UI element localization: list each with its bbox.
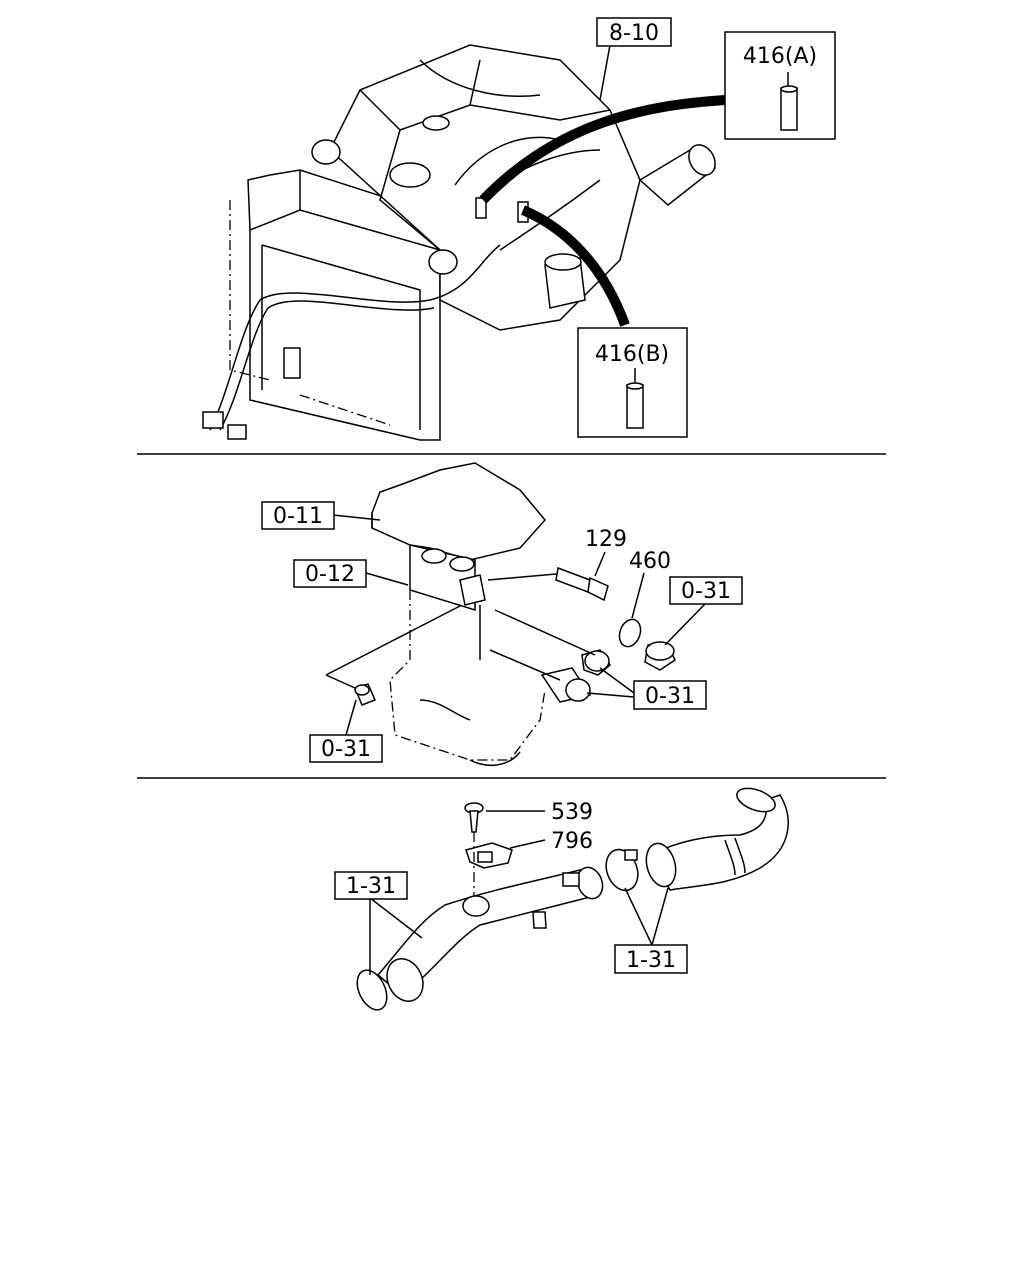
label-part-460: 460 (629, 549, 671, 574)
callout-engine-ref: 8-10 (596, 17, 672, 47)
callout-block-ref: 0-12 (293, 559, 367, 588)
plug-right (644, 641, 676, 671)
callout-pipe-ref-left: 1-31 (334, 871, 408, 900)
plug-left (353, 683, 377, 706)
svg-text:8-10: 8-10 (609, 21, 659, 46)
plug-mid-lower (540, 667, 592, 703)
cylinder-head-illustration (371, 462, 546, 767)
svg-text:0-11: 0-11 (273, 504, 323, 529)
label-part-129: 129 (585, 527, 627, 552)
label-part-539: 539 (551, 800, 593, 825)
svg-text:1-31: 1-31 (626, 948, 676, 973)
part-129-sensor (487, 566, 609, 602)
callout-part-416a: 416(A) (724, 31, 836, 140)
svg-text:0-12: 0-12 (305, 562, 355, 587)
leader-416b (521, 205, 630, 327)
clamp-left (356, 969, 388, 1011)
part-460-washer (618, 618, 642, 648)
callout-plug-ref-bottom: 0-31 (309, 734, 383, 763)
engine-assembly-illustration (202, 44, 717, 441)
clamp-right (605, 848, 639, 892)
callout-pipe-ref-right: 1-31 (614, 944, 688, 974)
svg-text:416(A): 416(A) (743, 44, 817, 69)
callout-plug-ref-top: 0-31 (669, 576, 743, 605)
leader-416a (479, 95, 726, 204)
callout-head-ref: 0-11 (261, 501, 335, 530)
svg-text:0-31: 0-31 (681, 579, 731, 604)
svg-text:0-31: 0-31 (645, 684, 695, 709)
callout-part-416b: 416(B) (577, 327, 688, 438)
svg-text:416(B): 416(B) (595, 342, 669, 367)
part-796-bracket (465, 842, 513, 869)
callout-plug-ref-mid: 0-31 (633, 680, 707, 710)
label-part-796: 796 (551, 829, 593, 854)
intake-pipe (376, 866, 604, 1002)
svg-text:1-31: 1-31 (346, 874, 396, 899)
plug-mid-upper (581, 649, 611, 676)
svg-text:0-31: 0-31 (321, 737, 371, 762)
part-539-bolt (464, 802, 484, 833)
intake-hose (645, 787, 789, 891)
